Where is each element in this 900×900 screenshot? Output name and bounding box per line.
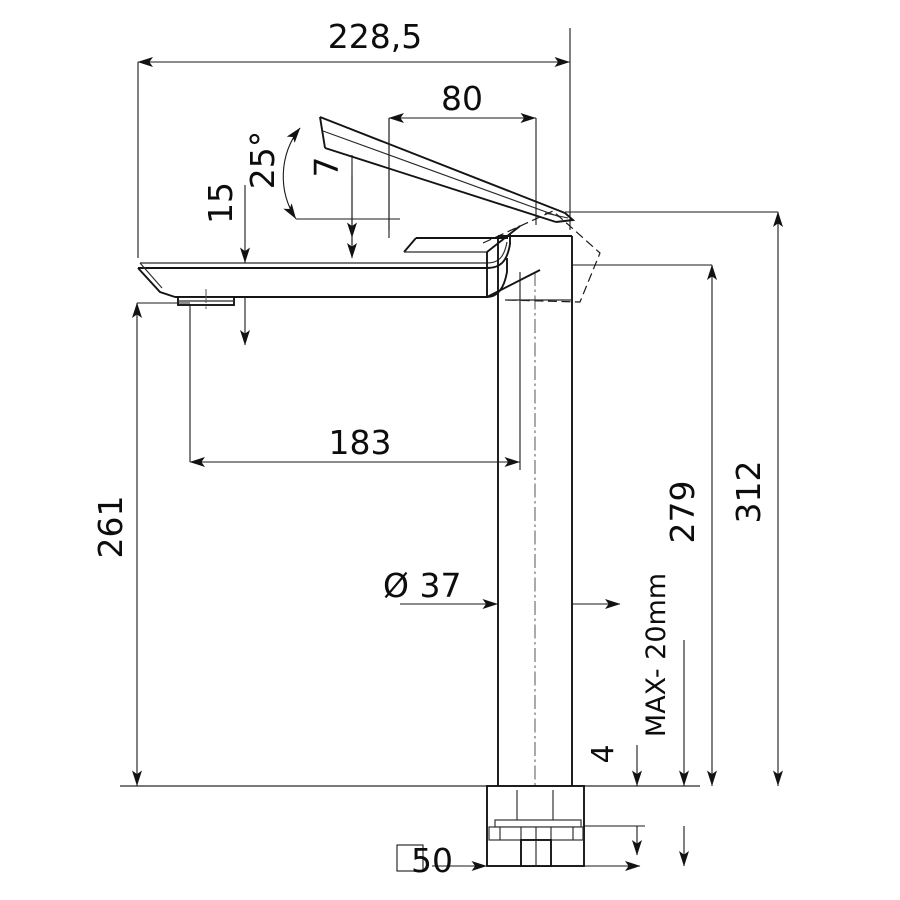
- dim-base-square: [396, 844, 641, 872]
- dim-total-height: [565, 211, 783, 786]
- label-handle-thickness: 7: [307, 157, 346, 178]
- dim-outlet-height: [572, 264, 717, 786]
- label-spout-body-height: 15: [201, 182, 240, 224]
- cartridge-block: [497, 235, 572, 268]
- label-column-diameter: Ø 37: [383, 566, 461, 605]
- dim-handle-angle: [282, 127, 400, 220]
- faucet-geometry: [120, 116, 700, 867]
- lever-handle: [319, 116, 576, 223]
- label-overall-width: 228,5: [328, 17, 422, 56]
- dim-spout-height: [132, 302, 190, 786]
- label-handle-angle: 25°: [243, 131, 282, 190]
- label-base-square-size: 50: [411, 841, 453, 880]
- dim-deck-thickness: [584, 745, 645, 856]
- label-spout-reach: 183: [329, 423, 392, 462]
- dim-spout-reach: [189, 272, 521, 470]
- dimension-labels: 228,5 80 25° 7 15 183 261 Ø 37 4 MAX- 20…: [91, 17, 768, 880]
- label-total-height: 312: [729, 461, 768, 524]
- mounting-base: [120, 785, 700, 867]
- spout-column-fillets: [403, 234, 511, 298]
- dim-overall-width: [137, 28, 571, 258]
- spout-arm: [137, 262, 487, 312]
- dim-handle-length: [388, 113, 537, 238]
- label-handle-length: 80: [441, 79, 483, 118]
- label-max-deck-thickness: MAX- 20mm: [641, 573, 672, 737]
- handle-swing-envelope: [482, 210, 601, 303]
- label-outlet-height: 279: [663, 481, 702, 544]
- label-spout-height: 261: [91, 496, 130, 559]
- riser-column: [497, 236, 573, 866]
- dimension-lines: [132, 28, 783, 872]
- label-deck-thickness: 4: [586, 744, 621, 763]
